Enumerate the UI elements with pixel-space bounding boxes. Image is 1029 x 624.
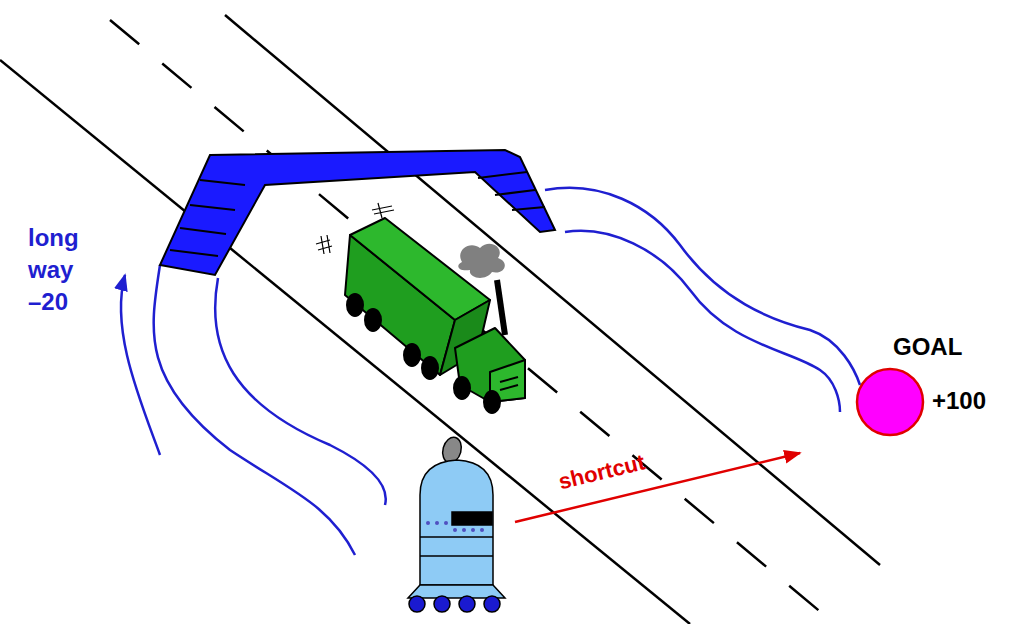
trailer-top — [350, 218, 490, 320]
river-bank — [154, 265, 355, 555]
bridge-stripe — [512, 207, 545, 210]
smoke — [458, 244, 505, 278]
truck — [316, 203, 525, 413]
wheel — [454, 377, 470, 399]
bridge-stripe — [190, 205, 235, 210]
bridge-stripe — [478, 172, 527, 178]
exhaust-stack — [497, 280, 505, 335]
robot-wheel — [484, 596, 500, 612]
goal-circle: GOAL+100 — [855, 367, 925, 437]
wheel — [484, 391, 500, 413]
road — [0, 15, 880, 624]
bridge-stripe — [180, 228, 226, 234]
light — [471, 528, 475, 532]
goal-outline — [855, 367, 925, 437]
light — [435, 521, 439, 525]
goal-shape — [857, 369, 923, 435]
robot-body — [420, 460, 493, 585]
reward-value: +100 — [932, 387, 986, 415]
fly-mark — [372, 203, 394, 218]
wheel — [404, 344, 420, 366]
light — [462, 528, 466, 532]
arrow-label: shortcut — [556, 437, 698, 495]
light — [480, 528, 484, 532]
light — [453, 528, 457, 532]
robot-wheel — [409, 596, 425, 612]
river-bank — [215, 278, 386, 505]
road-edge — [225, 15, 880, 565]
road-edge — [0, 60, 690, 624]
lane-divider — [110, 20, 835, 624]
bridge-stripe — [170, 250, 218, 256]
robot-visor — [452, 512, 492, 525]
river-bank — [565, 231, 840, 412]
robot-seam — [420, 555, 493, 557]
robot — [408, 435, 505, 612]
goal-title: GOAL — [893, 333, 962, 361]
shortcut-arrow — [515, 453, 800, 522]
bridge-stripe — [495, 190, 535, 195]
route-label: long way –20 — [28, 222, 88, 318]
flies — [316, 203, 394, 254]
robot-wheel — [434, 596, 450, 612]
wheel — [365, 309, 381, 331]
long-way-arrow — [121, 275, 160, 455]
bridge-stripe — [200, 180, 245, 185]
light — [444, 521, 448, 525]
robot-wheel — [459, 596, 475, 612]
light — [426, 521, 430, 525]
grille — [500, 377, 518, 382]
robot-seam — [420, 536, 493, 538]
wheel — [347, 294, 363, 316]
grille — [500, 385, 518, 390]
fly-mark — [316, 235, 332, 254]
robot-lights — [426, 521, 484, 532]
river-bank — [545, 188, 860, 385]
wheel — [422, 357, 438, 379]
